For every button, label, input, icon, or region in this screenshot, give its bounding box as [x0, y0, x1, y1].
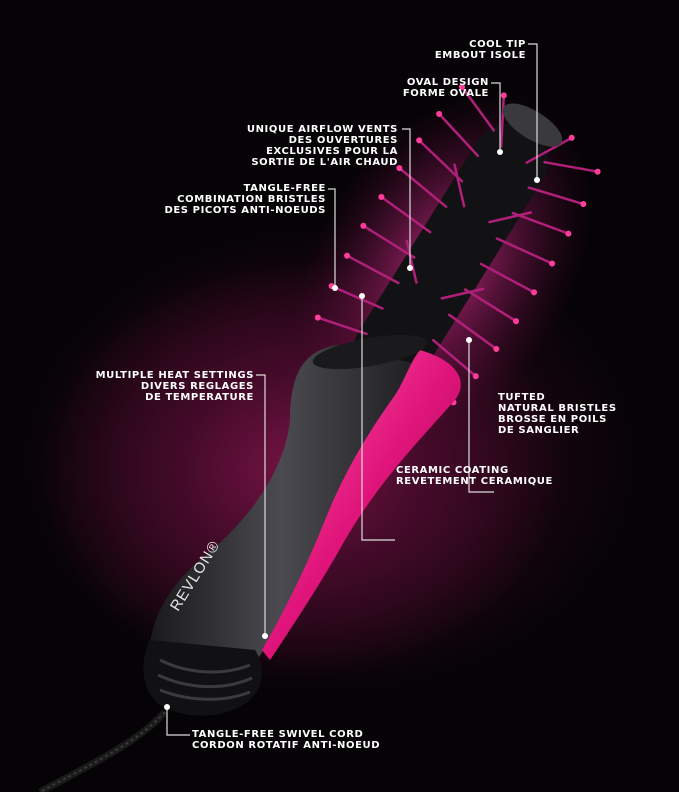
callout-subtitle: EXCLUSIVES POUR LA [266, 146, 398, 157]
callout-subtitle: DES OUVERTURES [288, 135, 398, 146]
callout-cool-tip: COOL TIP EMBOUT ISOLE [435, 39, 526, 61]
callout-subtitle: DES PICOTS ANTI-NOEUDS [164, 205, 326, 216]
callout-title: OVAL DESIGN [406, 77, 489, 88]
leader-dots [164, 149, 540, 710]
callout-natural-bristles: TUFTED NATURAL BRISTLES BROSSE EN POILS … [498, 392, 617, 436]
callout-subtitle: DE SANGLIER [498, 425, 580, 436]
callout-subtitle: SORTIE DE L'AIR CHAUD [251, 157, 398, 168]
callout-heat-settings: MULTIPLE HEAT SETTINGS DIVERS REGLAGES D… [96, 370, 254, 403]
power-cord [38, 709, 168, 792]
callout-title: UNIQUE AIRFLOW VENTS [246, 124, 398, 135]
handle-body [150, 345, 440, 690]
callout-title: TUFTED [498, 392, 546, 403]
callout-title: CERAMIC COATING [396, 465, 509, 476]
callout-title: NATURAL BRISTLES [498, 403, 617, 414]
callout-subtitle: DE TEMPERATURE [145, 392, 254, 403]
callout-oval-design: OVAL DESIGN FORME OVALE [403, 77, 489, 99]
callout-subtitle: REVETEMENT CERAMIQUE [396, 476, 553, 487]
callout-subtitle: FORME OVALE [402, 88, 489, 99]
callout-combination-bristles: TANGLE-FREE COMBINATION BRISTLES DES PIC… [164, 183, 326, 216]
leader-lines [166, 43, 538, 736]
callout-subtitle: EMBOUT ISOLE [434, 50, 526, 61]
cool-tip-cap [502, 103, 563, 147]
pink-accent-stripe [262, 350, 461, 660]
callout-subtitle: DIVERS REGLAGES [140, 381, 254, 392]
callout-title: COOL TIP [469, 39, 526, 50]
callout-title: MULTIPLE HEAT SETTINGS [95, 370, 254, 381]
callout-airflow-vents: UNIQUE AIRFLOW VENTS DES OUVERTURES EXCL… [247, 124, 398, 168]
callout-subtitle: CORDON ROTATIF ANTI-NOEUD [192, 740, 381, 751]
callout-subtitle: BROSSE EN POILS [498, 414, 607, 425]
callout-ceramic-coating: CERAMIC COATING REVETEMENT CERAMIQUE [396, 465, 553, 487]
callout-title: TANGLE-FREE SWIVEL CORD [192, 729, 364, 740]
brush-collar [312, 334, 428, 370]
callout-subtitle: COMBINATION BRISTLES [177, 194, 326, 205]
callout-title: TANGLE-FREE [243, 183, 326, 194]
callout-swivel-cord: TANGLE-FREE SWIVEL CORD CORDON ROTATIF A… [192, 729, 380, 751]
